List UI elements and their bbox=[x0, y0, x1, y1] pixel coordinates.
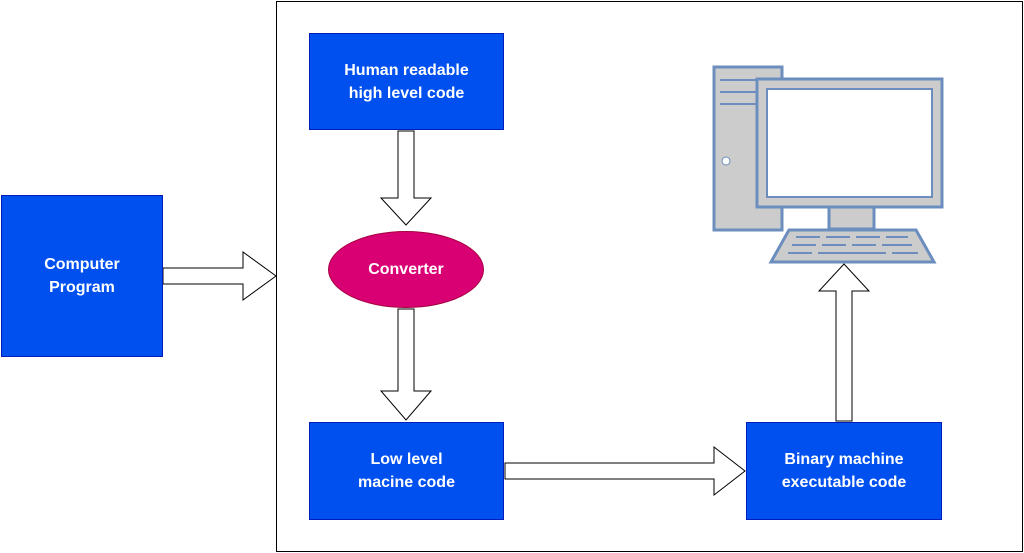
arrow-highlevel-to-converter bbox=[379, 130, 433, 226]
high-level-code-box: Human readable high level code bbox=[309, 33, 504, 130]
monitor-stand bbox=[827, 205, 876, 231]
binary-code-box: Binary machine executable code bbox=[746, 422, 942, 520]
converter-ellipse: Converter bbox=[328, 231, 484, 308]
desktop-computer-icon bbox=[712, 65, 944, 264]
arrow-converter-to-lowlevel bbox=[379, 308, 433, 421]
arrow-lowlevel-to-binary bbox=[504, 445, 746, 497]
arrow-binary-to-computer bbox=[817, 263, 871, 422]
monitor-screen bbox=[766, 88, 933, 198]
arrow-program-to-system bbox=[162, 251, 277, 301]
low-level-code-box: Low level macine code bbox=[309, 422, 504, 520]
computer-program-box: Computer Program bbox=[1, 195, 163, 357]
power-button-icon bbox=[721, 156, 731, 166]
